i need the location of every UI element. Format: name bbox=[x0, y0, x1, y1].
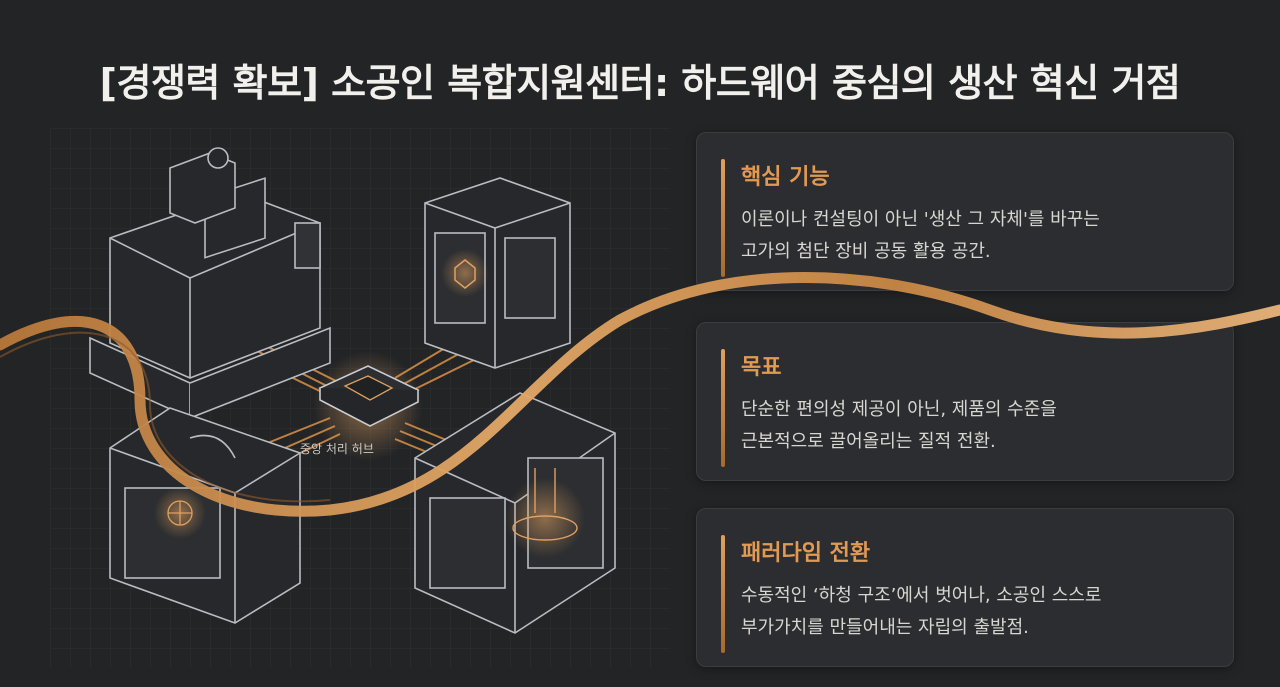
card-text-line-2: 고가의 첨단 장비 공동 활용 공간. bbox=[741, 241, 991, 262]
card-text-line-2: 근본적으로 끌어올리는 질적 전환. bbox=[741, 431, 996, 452]
page-title: [경쟁력 확보] 소공인 복합지원센터: 하드웨어 중심의 생산 혁신 거점 bbox=[99, 61, 1181, 105]
card-heading: 핵심 기능 bbox=[741, 165, 830, 190]
info-card-core-function: 핵심 기능 이론이나 컨설팅이 아닌 '생산 그 자체'를 바꾸는 고가의 첨단… bbox=[696, 132, 1234, 291]
info-card-paradigm-shift: 패러다임 전환 수동적인 ‘하청 구조’에서 벗어나, 소공인 스스로 부가가치… bbox=[696, 508, 1234, 667]
card-text-line-1: 이론이나 컨설팅이 아닌 '생산 그 자체'를 바꾸는 bbox=[741, 209, 1100, 230]
equipment-illustration: 중앙 처리 허브 bbox=[50, 128, 670, 668]
accent-bar bbox=[721, 349, 725, 467]
accent-bar bbox=[721, 535, 725, 653]
card-heading: 패러다임 전환 bbox=[741, 541, 871, 566]
accent-bar bbox=[721, 159, 725, 277]
card-text-line-1: 수동적인 ‘하청 구조’에서 벗어나, 소공인 스스로 bbox=[741, 585, 1102, 606]
hub-label: 중앙 처리 허브 bbox=[300, 442, 374, 456]
info-card-goal: 목표 단순한 편의성 제공이 아닌, 제품의 수준을 근본적으로 끌어올리는 질… bbox=[696, 322, 1234, 481]
card-text-line-1: 단순한 편의성 제공이 아닌, 제품의 수준을 bbox=[741, 399, 1057, 420]
card-heading: 목표 bbox=[741, 355, 782, 380]
card-text-line-2: 부가가치를 만들어내는 자립의 출발점. bbox=[741, 617, 1029, 638]
